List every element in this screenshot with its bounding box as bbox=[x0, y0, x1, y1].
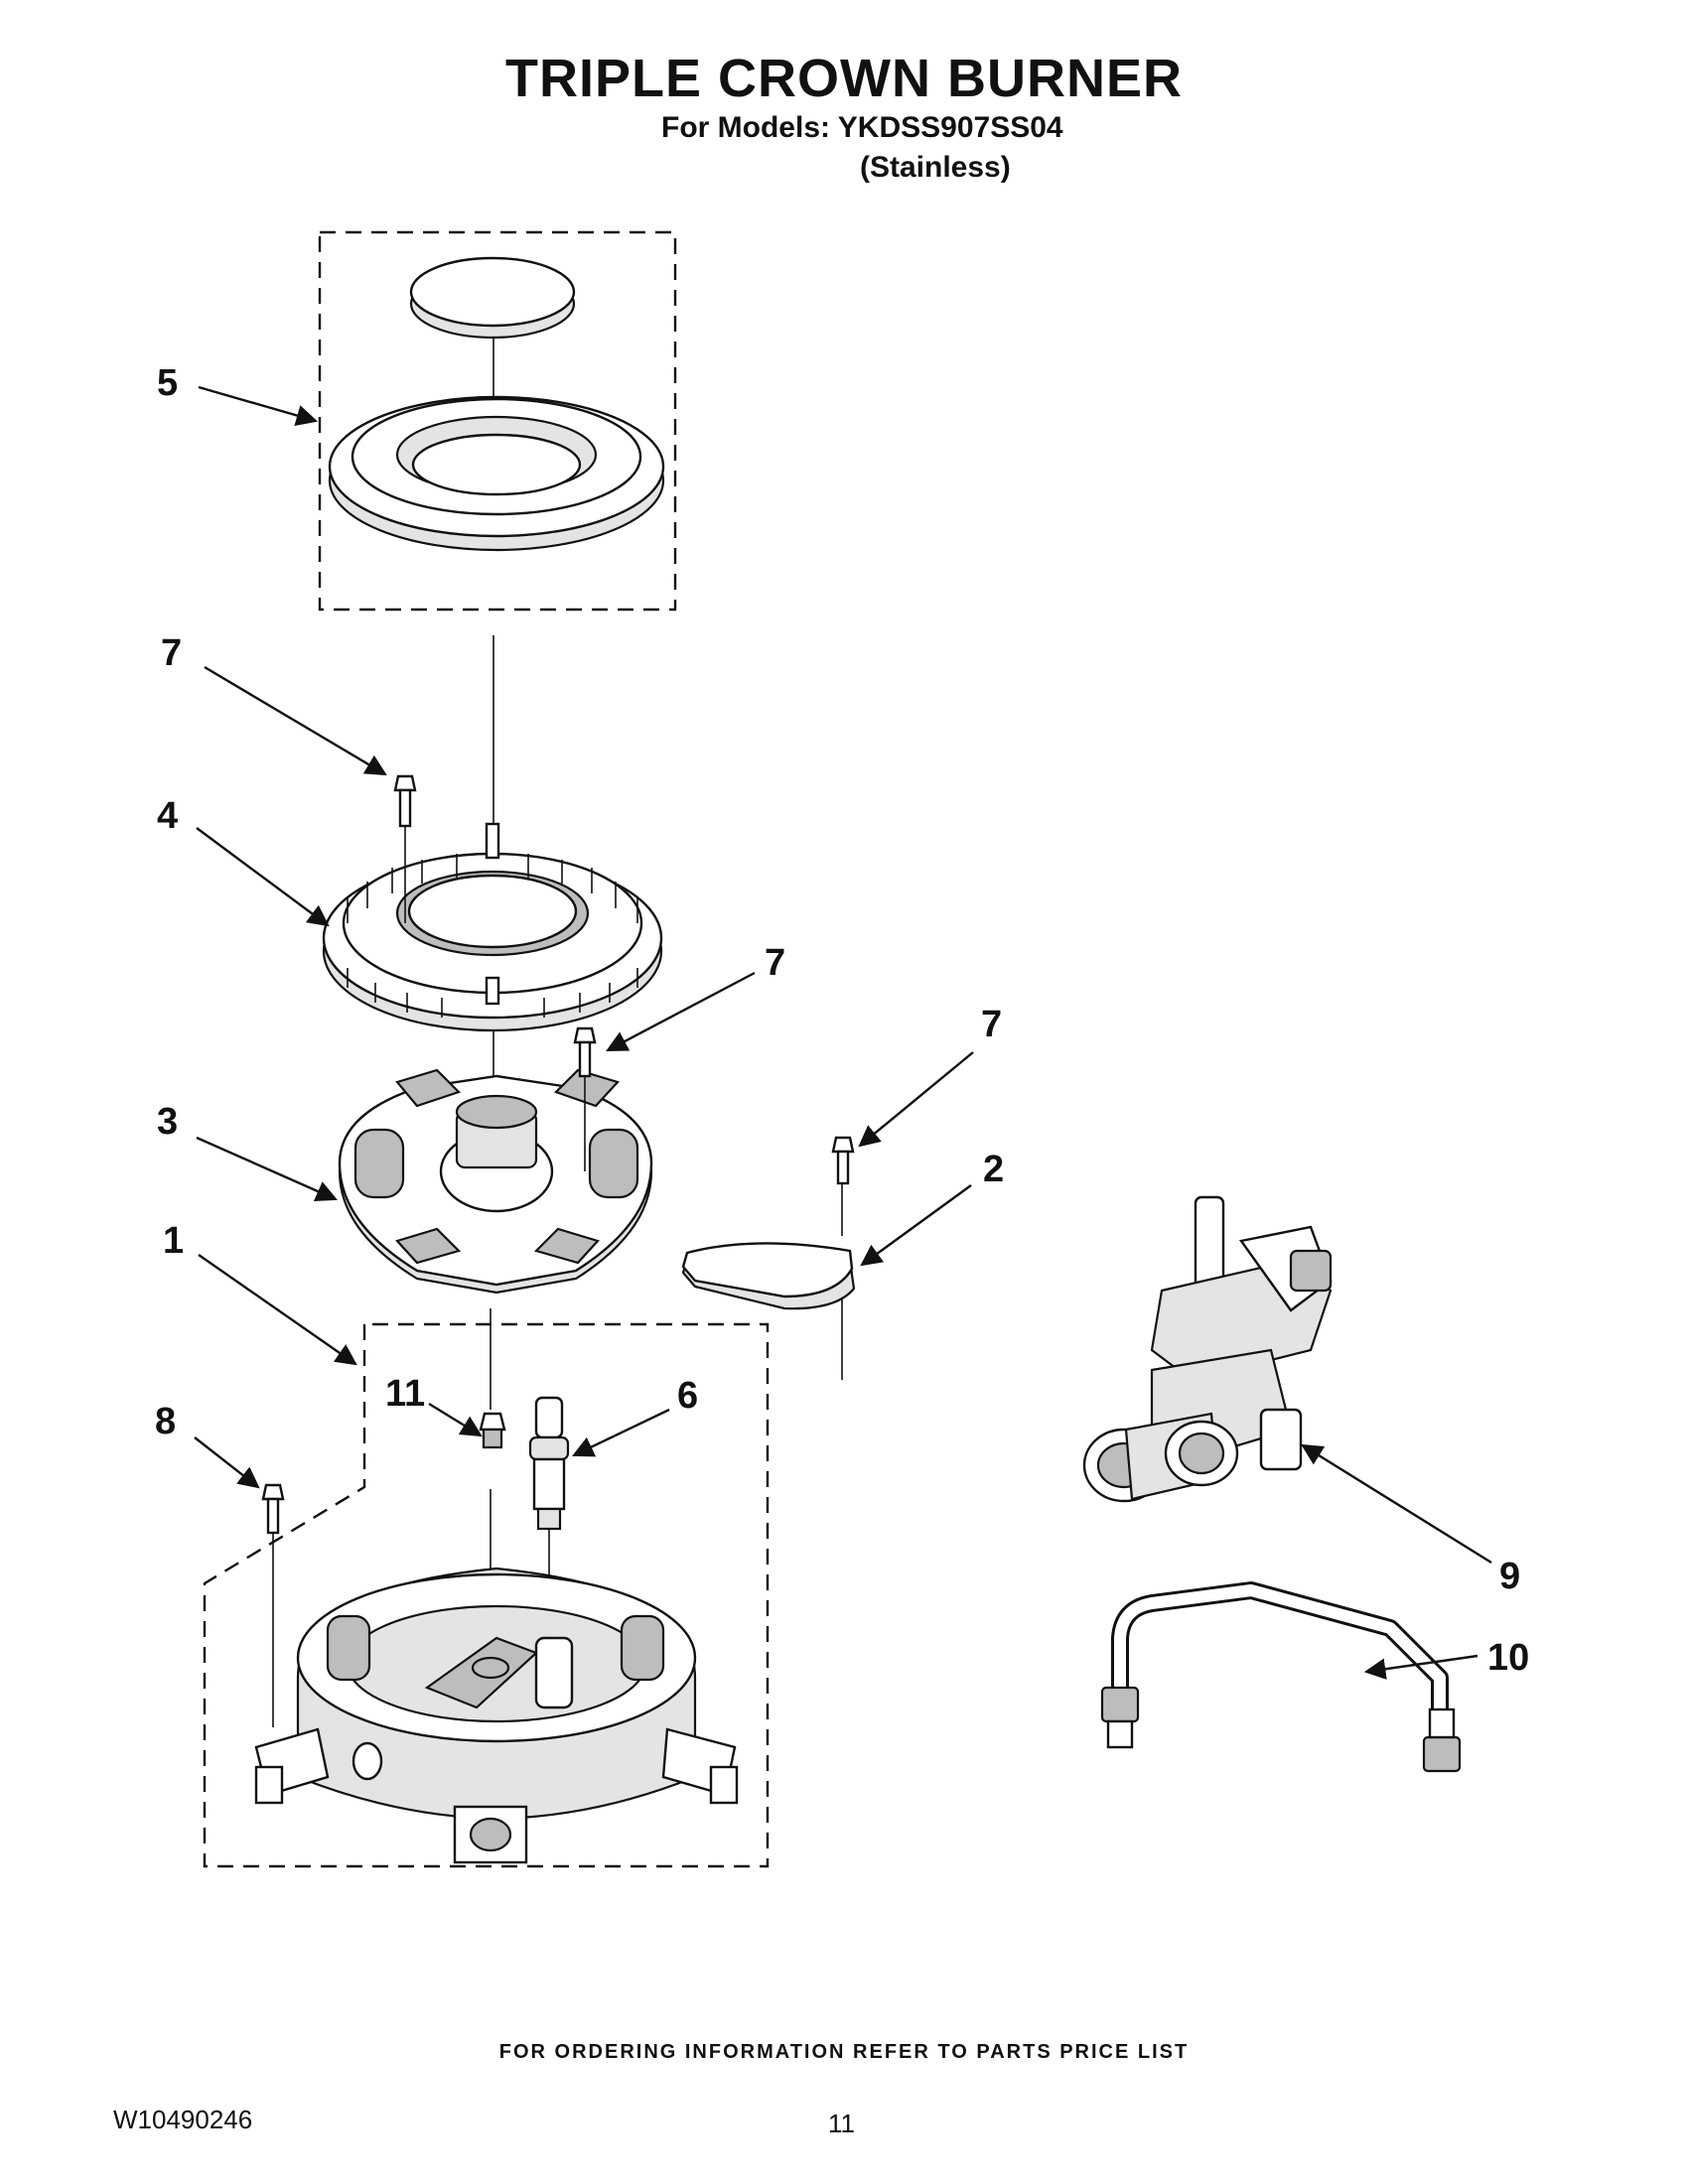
valve-part bbox=[1082, 1195, 1333, 1503]
screw-part-upper bbox=[393, 774, 417, 923]
callout-1: 1 bbox=[163, 1220, 184, 1262]
ordering-note: FOR ORDERING INFORMATION REFER TO PARTS … bbox=[498, 2041, 1190, 2063]
leader-4 bbox=[196, 827, 330, 927]
leader-1 bbox=[198, 1254, 357, 1366]
callout-7-upper: 7 bbox=[161, 632, 182, 674]
callout-4: 4 bbox=[157, 795, 178, 837]
document-number: W10490246 bbox=[113, 2105, 253, 2134]
burner-cap-part bbox=[409, 256, 576, 340]
callout-7-middle: 7 bbox=[765, 942, 785, 984]
bracket-part bbox=[681, 1242, 856, 1310]
leader-9 bbox=[1301, 1443, 1492, 1565]
callout-5: 5 bbox=[157, 362, 178, 404]
orifice-part bbox=[479, 1412, 506, 1449]
cap-group-box bbox=[318, 230, 677, 612]
leader-3 bbox=[196, 1136, 338, 1202]
base-group-box bbox=[203, 1322, 770, 1868]
leader-7-upper bbox=[204, 665, 387, 776]
gas-tube-part bbox=[1100, 1581, 1462, 1773]
page-number: 11 bbox=[828, 2109, 855, 2138]
screw-part-base bbox=[261, 1483, 285, 1727]
leader-8 bbox=[194, 1436, 260, 1489]
leader-7-middle bbox=[606, 971, 756, 1052]
screw-part-middle bbox=[573, 1026, 597, 1171]
screw-part-right bbox=[831, 1136, 855, 1185]
leader-11 bbox=[428, 1402, 483, 1437]
burner-base-plate-part bbox=[338, 1068, 653, 1295]
callout-10: 10 bbox=[1487, 1637, 1529, 1679]
callout-8: 8 bbox=[155, 1401, 176, 1442]
callout-3: 3 bbox=[157, 1101, 178, 1143]
callout-7-right: 7 bbox=[981, 1004, 1002, 1045]
callout-6: 6 bbox=[677, 1375, 698, 1417]
models-line: For Models: YKDSS907SS04 bbox=[661, 111, 1063, 144]
page-title: TRIPLE CROWN BURNER bbox=[505, 49, 1183, 108]
callout-2: 2 bbox=[983, 1149, 1004, 1190]
burner-head-part bbox=[322, 822, 663, 1032]
burner-base-part bbox=[254, 1567, 739, 1864]
leader-6 bbox=[572, 1408, 670, 1457]
burner-ring-part bbox=[328, 395, 665, 552]
callout-9: 9 bbox=[1499, 1556, 1520, 1597]
callout-11: 11 bbox=[385, 1373, 425, 1415]
variant-label: (Stainless) bbox=[860, 151, 1011, 184]
leader-7-right bbox=[858, 1051, 974, 1148]
leader-2 bbox=[860, 1184, 972, 1267]
leader-10 bbox=[1363, 1654, 1478, 1680]
leader-5 bbox=[198, 385, 319, 426]
